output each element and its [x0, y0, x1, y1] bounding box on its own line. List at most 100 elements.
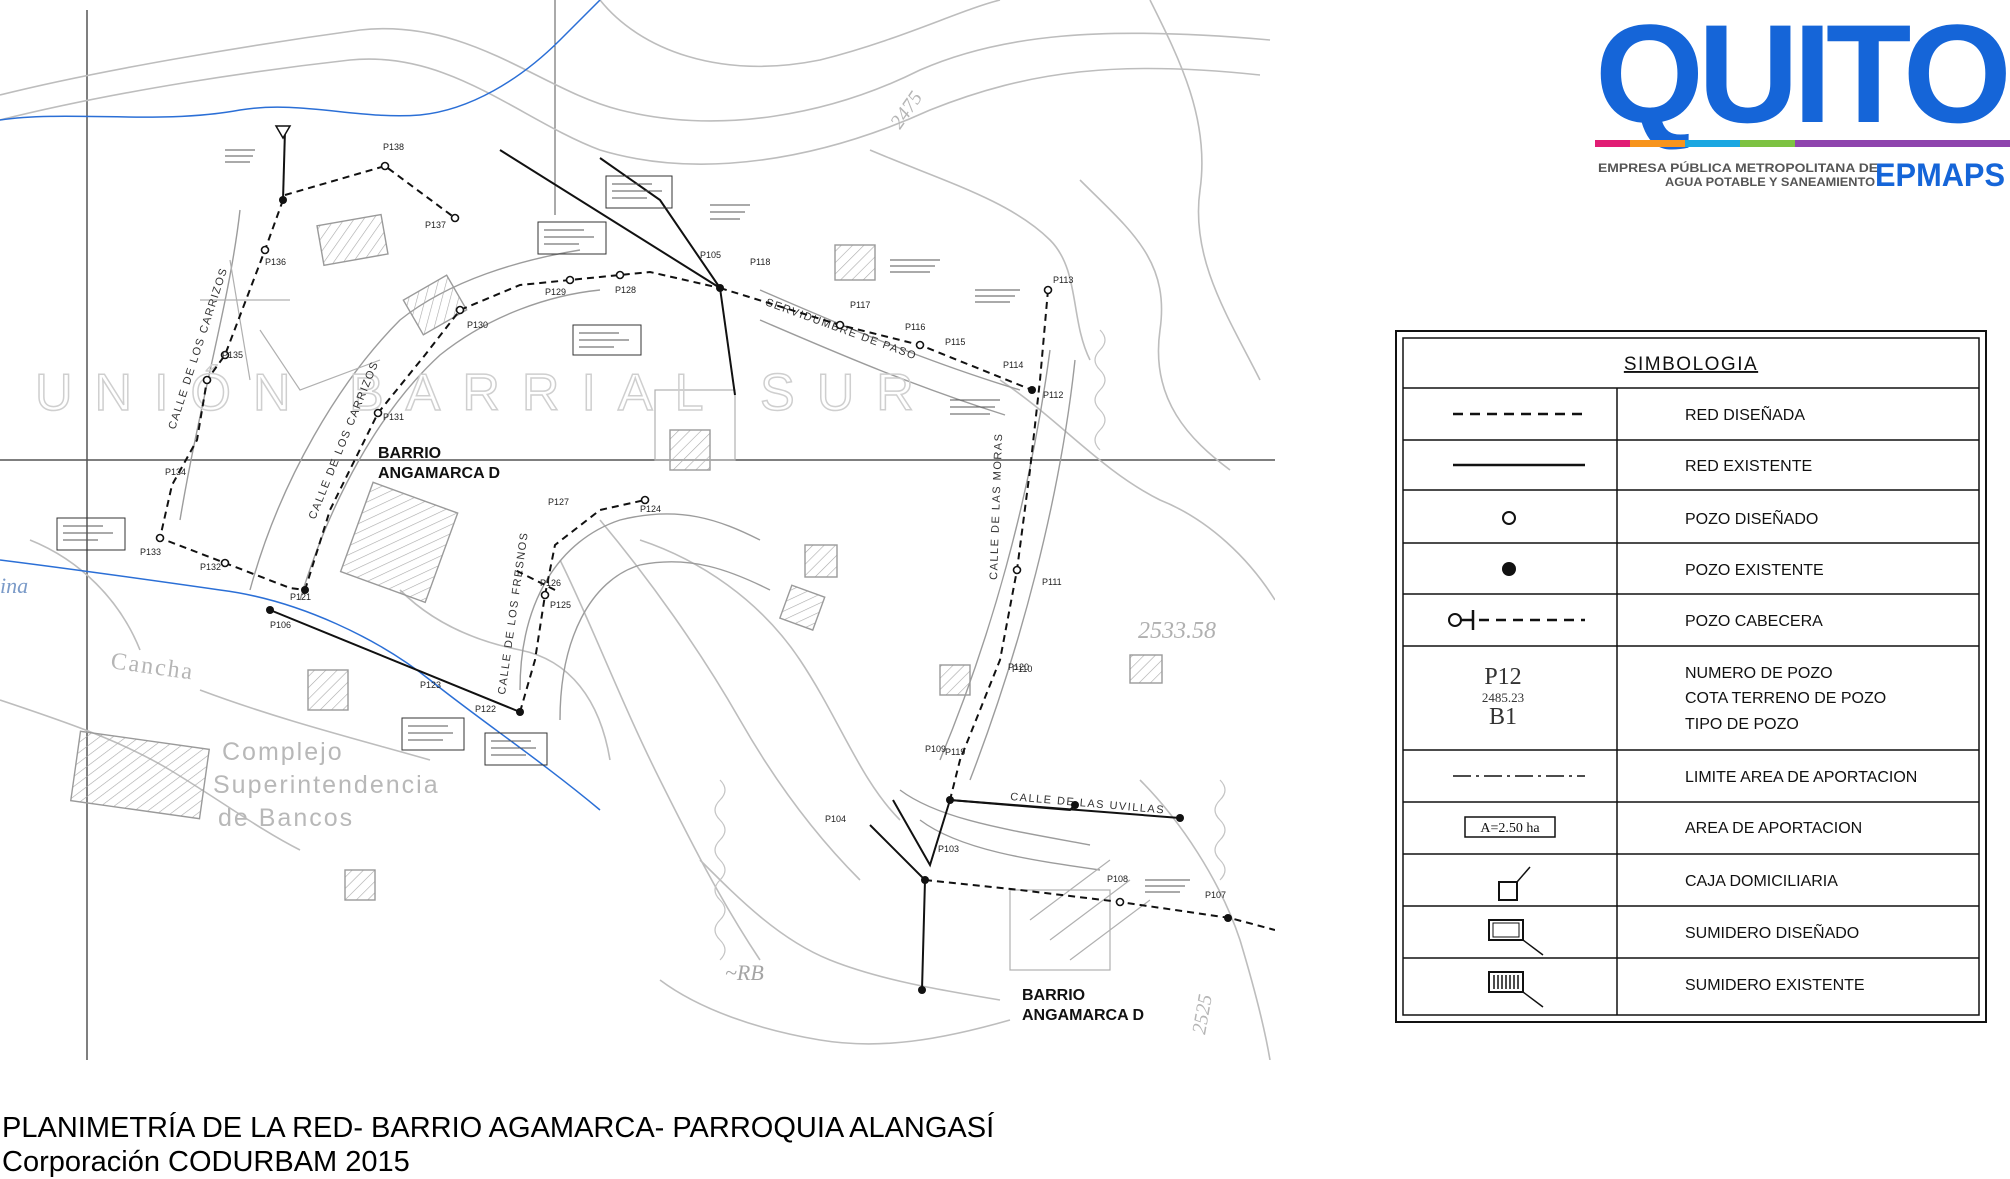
manhole-designed-icon [220, 558, 230, 568]
manhole-existing-icon [279, 196, 287, 204]
place-label: de Bancos [218, 804, 354, 832]
manhole-designed-icon [373, 408, 383, 418]
open-circle-icon [1502, 511, 1516, 525]
svg-text:P104: P104 [825, 814, 846, 824]
barrio-label: ANGAMARCA D [378, 465, 500, 482]
area-label: UNIÓN BARRIAL SUR [35, 364, 936, 422]
place-label: Superintendencia [213, 771, 440, 799]
svg-text:P129: P129 [545, 287, 566, 297]
legend-label: POZO CABECERA [1685, 613, 1823, 630]
legend-label: TIPO DE POZO [1685, 716, 1799, 733]
svg-text:A=2.50 ha: A=2.50 ha [1480, 821, 1540, 836]
svg-text:P134: P134 [165, 467, 186, 477]
legend-label: AREA DE APORTACION [1685, 820, 1862, 837]
logo-bar [1595, 140, 1630, 147]
svg-text:P108: P108 [1107, 874, 1128, 884]
svg-text:P138: P138 [383, 142, 404, 152]
contour-label: 2525 [1188, 993, 1217, 1036]
contour-lines [0, 0, 1275, 1060]
logo-bar [1740, 140, 1795, 147]
place-label: ina [0, 573, 28, 598]
quito-epmaps-logo: QUITO EMPRESA PÚBLICA METROPOLITANA DE A… [1595, 0, 2010, 193]
manhole-existing-icon [918, 986, 926, 994]
legend-label: CAJA DOMICILIARIA [1685, 873, 1838, 890]
svg-text:P127: P127 [548, 497, 569, 507]
svg-text:P133: P133 [140, 547, 161, 557]
svg-text:P107: P107 [1205, 890, 1226, 900]
network-plan-map: UNIÓN BARRIAL SUR BARRIO ANGAMARCA D BAR… [0, 0, 1275, 1060]
logo-bar [1795, 140, 2010, 147]
manhole-existing-icon [1028, 386, 1036, 394]
pozo-cabecera-icon [1448, 610, 1585, 630]
svg-text:P121: P121 [290, 592, 311, 602]
manhole-designed-icon [450, 213, 460, 223]
legend-label: POZO EXISTENTE [1685, 562, 1824, 579]
manhole-existing-icon [1176, 814, 1184, 822]
svg-text:P105: P105 [700, 250, 721, 260]
legend-label: SUMIDERO EXISTENTE [1685, 977, 1865, 994]
manhole-designed-icon [1115, 897, 1125, 907]
figure-caption-title: PLANIMETRÍA DE LA RED- BARRIO AGAMARCA- … [2, 1112, 995, 1144]
street-label: CALLE DE LOS FRESNOS [496, 531, 531, 696]
barrio-label: BARRIO [1022, 987, 1085, 1004]
legend-label: COTA TERRENO DE POZO [1685, 690, 1886, 707]
manhole-labels: P138 P137 P136 P135 P134 P133 P132 P131 … [140, 142, 1226, 900]
svg-text:P120: P120 [1008, 662, 1029, 672]
sumidero-existente-icon [1488, 971, 1544, 1008]
manhole-designed-icon [202, 375, 212, 385]
svg-text:2485.23: 2485.23 [1482, 690, 1524, 705]
manhole-designed-icon [640, 495, 650, 505]
place-label: ~RB [725, 960, 764, 985]
svg-text:P103: P103 [938, 844, 959, 854]
legend-label: RED EXISTENTE [1685, 458, 1812, 475]
legend-label: LIMITE AREA DE APORTACION [1685, 769, 1917, 786]
svg-text:P110: P110 [1012, 664, 1032, 674]
manhole-existing-icon [921, 876, 929, 884]
stream [0, 559, 601, 811]
logo-line1: EMPRESA PÚBLICA METROPOLITANA DE [1598, 160, 1878, 175]
svg-text:P111: P111 [1042, 577, 1062, 587]
svg-text:P123: P123 [420, 680, 441, 690]
river [0, 0, 601, 121]
svg-text:P115: P115 [945, 337, 965, 347]
manhole-designed-icon [540, 590, 550, 600]
logo-bar [1685, 140, 1740, 147]
manhole-triangle-icon [274, 125, 292, 140]
manhole-designed-icon [1043, 285, 1053, 295]
svg-text:P109: P109 [925, 744, 946, 754]
manhole-designed-icon [455, 305, 465, 315]
caja-domiciliaria-icon [1498, 866, 1531, 901]
area-box-icon: A=2.50 ha [1464, 816, 1556, 838]
manhole-existing-icon [716, 284, 724, 292]
manhole-designed-icon [220, 350, 230, 360]
contour-label: 2533.58 [1138, 618, 1216, 644]
svg-text:P114: P114 [1003, 360, 1023, 370]
place-label: Complejo [222, 738, 344, 766]
svg-text:P116: P116 [905, 322, 925, 332]
svg-text:P113: P113 [1053, 275, 1073, 285]
logo-acronym: EPMAPS [1875, 157, 2005, 193]
sumidero-disenado-icon [1488, 919, 1544, 956]
manhole-existing-icon [516, 708, 524, 716]
manhole-designed-icon [615, 270, 625, 280]
manhole-designed-icon [915, 340, 925, 350]
svg-text:P117: P117 [850, 300, 870, 310]
street-label: SERVIDUMBRE DE PASO [764, 297, 919, 363]
logo-word: QUITO [1595, 0, 2007, 152]
annotation-text-marks [63, 149, 1190, 893]
road-edges [179, 209, 1101, 871]
svg-text:P135: P135 [222, 350, 243, 360]
street-label: CALLE DE LAS UVILLAS [1010, 791, 1166, 816]
manhole-designed-icon [1012, 565, 1022, 575]
svg-text:P136: P136 [265, 257, 286, 267]
manhole-designed-icon [565, 275, 575, 285]
existing-network [269, 129, 1181, 991]
svg-text:P106: P106 [270, 620, 291, 630]
svg-text:P126: P126 [540, 578, 561, 588]
barrio-label: ANGAMARCA D [1022, 1007, 1144, 1024]
scalloped-contours [714, 329, 1226, 961]
svg-text:P112: P112 [1043, 390, 1063, 400]
svg-text:B1: B1 [1489, 704, 1517, 730]
barrio-label: BARRIO [378, 445, 441, 462]
svg-text:P130: P130 [467, 320, 488, 330]
